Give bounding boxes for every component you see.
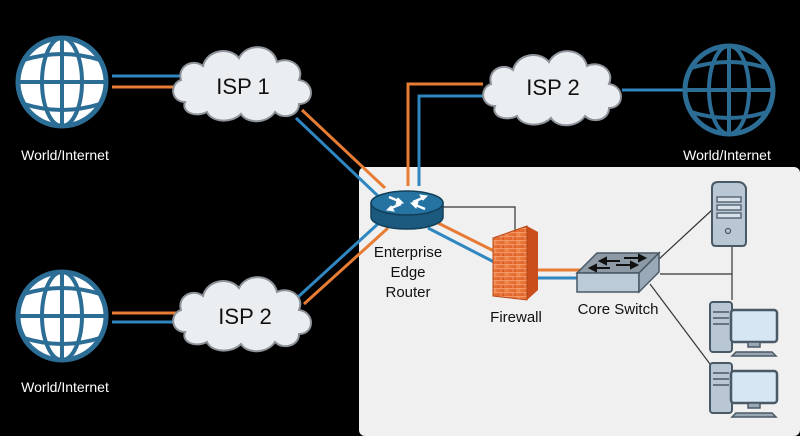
server-icon	[711, 181, 747, 247]
link-isp1-router	[294, 108, 387, 198]
router-label-line-3: Router	[385, 284, 430, 301]
link-isp2-bottom-router	[296, 220, 390, 306]
router-label-line-2: Edge	[390, 264, 425, 281]
router-label-line-1: Enterprise	[374, 244, 442, 261]
link-isp2-top-router	[406, 82, 483, 186]
internet-top-left-label: World/Internet	[21, 147, 109, 163]
link-router-firewall	[427, 206, 516, 264]
isp2-bottom-label: ISP 2	[218, 304, 271, 329]
internet-bottom-left-label: World/Internet	[21, 379, 109, 395]
firewall-icon	[492, 225, 538, 301]
firewall-label: Firewall	[490, 309, 542, 326]
router-icon	[370, 190, 444, 230]
isp2-top-label: ISP 2	[526, 75, 579, 100]
internet-top-right-label: World/Internet	[683, 147, 771, 163]
core-switch-label: Core Switch	[578, 301, 659, 318]
isp1-label: ISP 1	[216, 74, 269, 99]
globe-icon	[18, 272, 106, 360]
link-internet-isp2-bottom	[112, 311, 178, 324]
globe-icon	[18, 38, 106, 126]
lan-panel	[359, 167, 800, 436]
globe-icon	[685, 46, 773, 134]
link-switch-lan	[649, 209, 733, 365]
switch-icon	[575, 251, 661, 294]
